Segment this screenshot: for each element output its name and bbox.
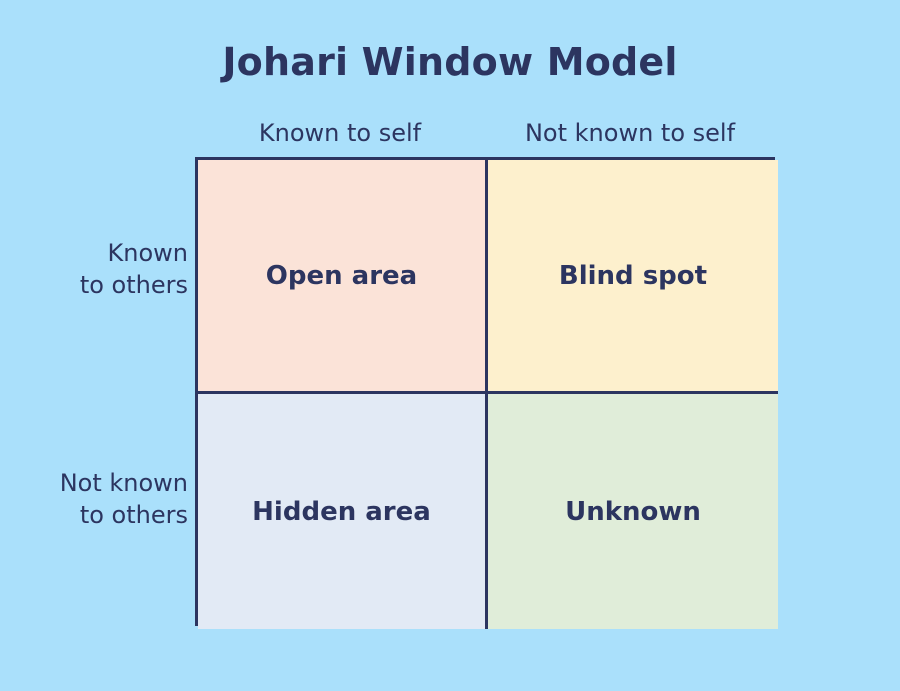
column-header-not-known-to-self: Not known to self — [524, 119, 736, 147]
row-header-not-known-to-others: Not known to others — [60, 468, 188, 532]
quadrant-unknown: Unknown — [488, 394, 778, 629]
column-header-known-to-self: Known to self — [258, 119, 422, 147]
row-header-not-known-to-others-line1: Not known — [59, 469, 188, 497]
quadrant-hidden-area: Hidden area — [198, 394, 488, 629]
quadrant-grid: Open area Blind spot Hidden area Unknown — [195, 157, 778, 629]
row-header-known-to-others-line1: Known — [107, 239, 188, 267]
row-header-known-to-others: Known to others — [80, 238, 188, 302]
row-header-not-known-to-others-line2: to others — [79, 500, 188, 529]
quadrant-open-area-label: Open area — [265, 260, 418, 291]
quadrant-open-area: Open area — [198, 160, 488, 394]
quadrant-hidden-area-label: Hidden area — [252, 496, 431, 527]
quadrant-blind-spot-label: Blind spot — [558, 260, 708, 291]
quadrant-unknown-label: Unknown — [565, 496, 701, 527]
quadrant-blind-spot: Blind spot — [488, 160, 778, 394]
row-header-known-to-others-line2: to others — [79, 270, 188, 299]
page-title: Johari Window Model — [222, 40, 678, 84]
